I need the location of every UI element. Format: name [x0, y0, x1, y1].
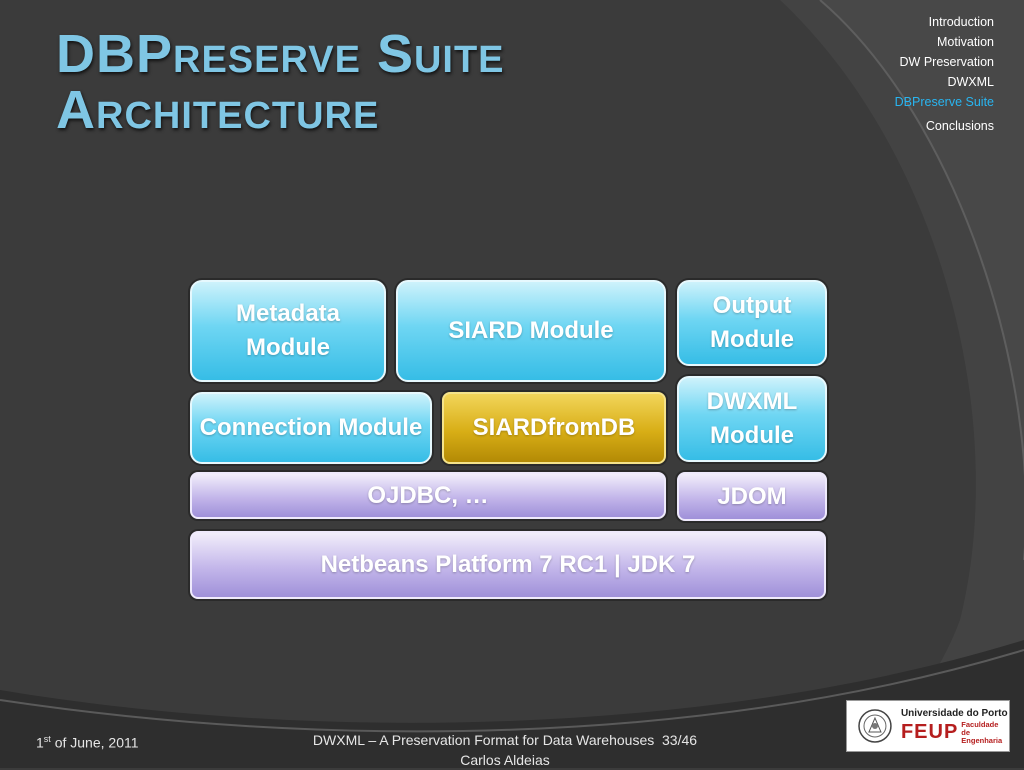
output-module-box: Output Module — [677, 280, 827, 366]
title-line-1: DBPreserve Suite — [56, 24, 505, 84]
jdom-box: JDOM — [677, 472, 827, 521]
section-nav: Introduction Motivation DW Preservation … — [895, 12, 994, 136]
connection-module-box: Connection Module — [190, 392, 432, 464]
nav-item-conclusions[interactable]: Conclusions — [925, 119, 994, 133]
title-line-2: Architecture — [56, 80, 380, 140]
feup-mark: FEUP — [900, 721, 959, 743]
platform-box: Netbeans Platform 7 RC1 | JDK 7 — [190, 531, 826, 599]
page-number: 33/46 — [662, 732, 698, 748]
metadata-module-box: Metadata Module — [190, 280, 386, 382]
nav-item-introduction[interactable]: Introduction — [928, 15, 994, 29]
dwxml-module-box: DWXML Module — [677, 376, 827, 462]
nav-item-dwxml[interactable]: DWXML — [947, 75, 994, 89]
presentation-title: DWXML – A Preservation Format for Data W… — [312, 732, 655, 748]
siardfromdb-box: SIARDfromDB — [442, 392, 666, 464]
nav-item-dw-preservation[interactable]: DW Preservation — [899, 55, 994, 69]
page-title: DBPreserve Suite Architecture — [56, 26, 505, 138]
ojdbc-box: OJDBC, … — [190, 472, 666, 519]
university-name: Universidade do Porto — [900, 707, 1008, 719]
nav-item-motivation[interactable]: Motivation — [937, 35, 994, 49]
university-seal-icon — [858, 709, 892, 743]
footer-center: DWXML – A Preservation Format for Data W… — [255, 730, 755, 770]
siard-module-box: SIARD Module — [396, 280, 666, 382]
author-name: Carlos Aldeias — [460, 752, 550, 768]
nav-item-dbpreserve-suite[interactable]: DBPreserve Suite — [894, 95, 994, 109]
footer-date: 1st of June, 2011 — [36, 734, 139, 751]
